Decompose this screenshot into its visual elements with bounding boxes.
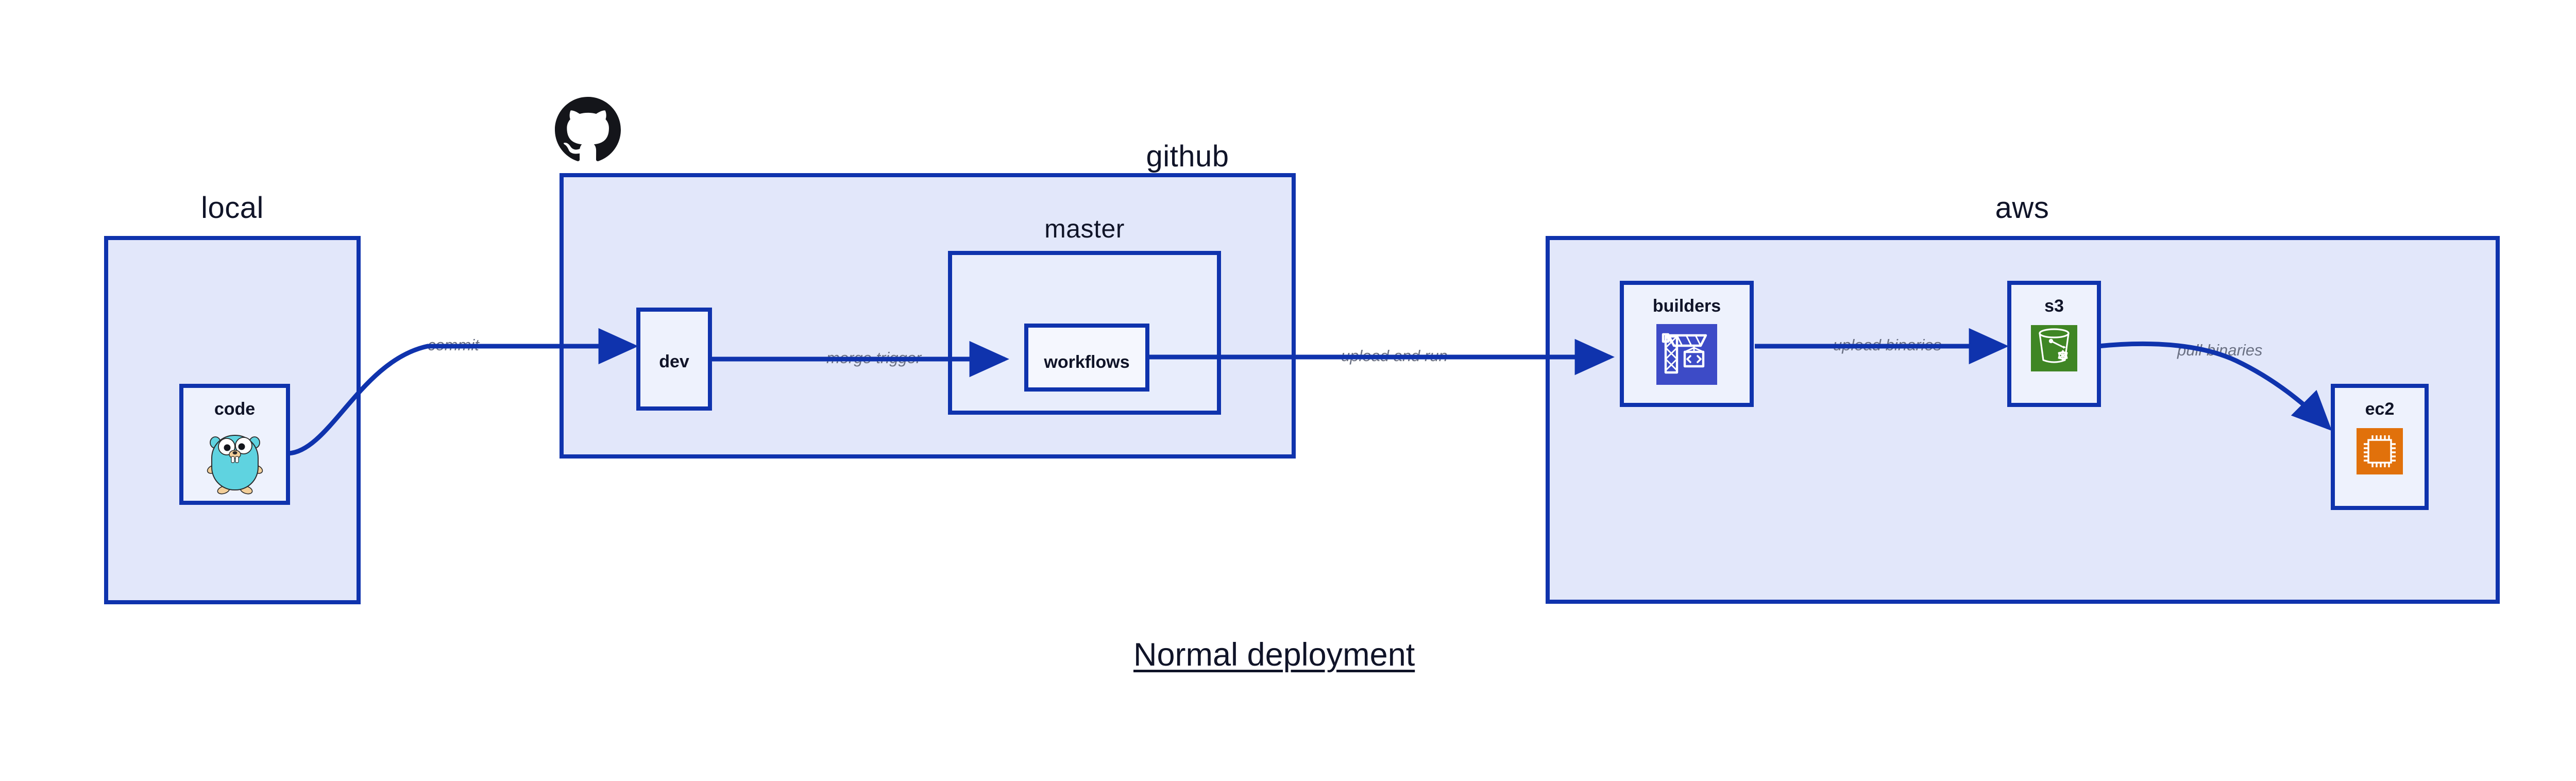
github-octocat-logo <box>555 97 621 163</box>
edge-label-pull-binaries: pull binaries <box>2174 341 2266 360</box>
node-s3[interactable]: s3 <box>2007 281 2101 407</box>
node-builders[interactable]: builders <box>1620 281 1754 407</box>
edge-label-commit: commit <box>425 336 482 354</box>
node-workflows[interactable]: workflows <box>1024 324 1149 392</box>
aws-codebuild-crane-icon <box>1656 324 1717 385</box>
node-label-dev: dev <box>659 352 689 371</box>
node-label-builders: builders <box>1652 296 1721 316</box>
group-label-aws: aws <box>1995 191 2049 225</box>
group-label-github: github <box>1146 140 1229 173</box>
aws-ec2-chip-icon <box>2357 428 2403 474</box>
node-code[interactable]: code <box>179 384 290 505</box>
subgroup-label-master: master <box>1044 214 1125 243</box>
node-ec2[interactable]: ec2 <box>2331 384 2429 510</box>
edge-label-merge-trigger: merge trigger <box>823 349 925 367</box>
node-dev[interactable]: dev <box>636 308 712 411</box>
edge-label-upload-and-run: upload and run <box>1338 347 1451 365</box>
edge-label-upload-binaries: upload binaries <box>1830 336 1945 354</box>
aws-s3-bucket-icon <box>2031 325 2077 371</box>
group-label-local: local <box>201 191 264 225</box>
golang-gopher-icon <box>204 428 266 495</box>
diagram-title: Normal deployment <box>1133 637 1415 673</box>
node-label-s3: s3 <box>2044 296 2064 316</box>
node-label-code: code <box>214 399 256 419</box>
node-label-ec2: ec2 <box>2365 399 2395 419</box>
node-label-workflows: workflows <box>1044 352 1130 372</box>
